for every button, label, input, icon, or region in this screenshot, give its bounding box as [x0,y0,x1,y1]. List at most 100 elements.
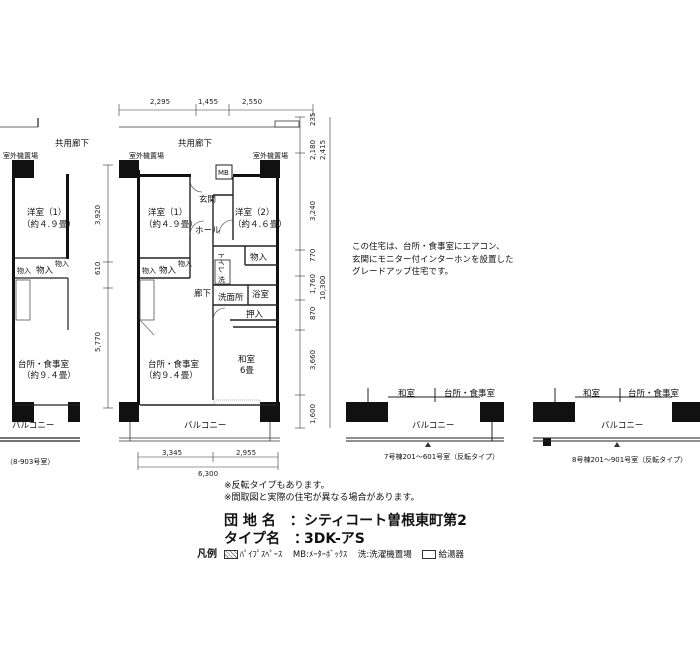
hallway-label: 廊下 [194,288,212,299]
water-heater-icon [422,550,437,559]
washroom-label: 洗面所 [218,292,244,303]
storage-label-1: 物入 [250,252,268,263]
main-unit-walls [119,160,280,422]
hall-label: ホール [195,226,221,236]
left-unit-caption: （8-903号室） [6,457,54,466]
left-balcony-label: バルコニー [12,421,54,431]
left-western1-label: 洋室（1） [27,207,66,218]
dim-r-3240: 3,240 [309,201,317,221]
variant1-walls [346,402,504,422]
dim-top-2: 1,455 [198,98,218,106]
upgrade-note: この住宅は、台所・食事室にエアコン、 玄関にモニター付インターホンを設置した グ… [352,241,532,279]
legend-pipe-space: ﾊﾟｲﾌﾟｽﾍﾟｰｽ [223,550,282,560]
legend: 凡例 ﾊﾟｲﾌﾟｽﾍﾟｰｽ MB:ﾒｰﾀｰﾎﾞｯｸｽ 洗:洗濯機置場 給湯器 [197,545,472,560]
estate-name: シティコート曽根東町第2 [304,512,467,529]
v2-arrow-icon [614,442,620,447]
v2-japanese: 和室 [583,388,601,399]
v1-caption: 7号棟201～601号室（反転タイプ） [384,452,499,461]
v1-japanese: 和室 [398,388,416,399]
remarks: ※反転タイプもあります。 ※間取図と実際の住宅が異なる場合があります。 [224,480,420,504]
note-line-3: グレードアップ住宅です。 [352,267,454,277]
v1-kitchen: 台所・食事室 [444,388,496,399]
western1-label-lower: 台所・食事室 [148,359,200,370]
dim-b-3: 6,300 [198,470,218,478]
dim-r-870: 870 [309,307,317,320]
main-unit-lines [140,177,278,406]
balcony-rail [119,422,280,442]
left-western1-size: （約４.９畳） [22,219,76,230]
remark-2: ※間取図と実際の住宅が異なる場合があります。 [224,493,420,503]
dim-top-3: 2,550 [242,98,262,106]
legend-meter-box: MB:ﾒｰﾀｰﾎﾞｯｸｽ [292,550,348,560]
dim-r-770: 770 [309,249,317,262]
mb-label: MB [218,169,229,177]
left-outdoor-unit-label: 室外機置場 [3,151,38,160]
v2-balcony: バルコニー [601,421,643,431]
closet-label: 押入 [246,309,264,320]
left-storage-1: 物入 [17,266,31,275]
storage-label-2: 物入 [159,265,177,276]
v1-arrow-icon [425,442,431,447]
dim-r-235: 235 [309,113,317,126]
type-label: タイプ名 ： [224,530,308,547]
storage-label-4: 物入 [178,259,192,268]
dim-r-3920: 3,920 [94,205,102,225]
dim-r-1600: 1,600 [309,404,317,424]
corridor-edge [0,120,300,128]
balcony-label: バルコニー [184,421,226,431]
left-dim-line [103,164,113,409]
western2-size: （約４.６畳） [233,219,287,230]
entrance-label: 玄関 [199,194,216,205]
remark-1: ※反転タイプもあります。 [224,481,330,491]
v2-kitchen: 台所・食事室 [628,388,680,399]
left-corridor-label: 共用廊下 [55,138,90,149]
dim-b-2: 2,955 [236,449,256,457]
bath-label: 浴室 [252,289,270,300]
wash-mark: 洗 [218,275,225,284]
outdoor-unit-label-1: 室外機置場 [129,151,164,160]
corridor-label: 共用廊下 [178,138,213,149]
pipe-space-icon [223,550,238,559]
dim-r-2415: 2,415 [319,140,327,160]
left-kitchen-size: （約９.４畳） [22,370,76,381]
japanese-label: 和室 [238,354,256,365]
dim-r-610: 610 [94,262,102,275]
variant2-lines [533,388,700,442]
legend-title: 凡例 [197,549,217,560]
japanese-size: 6畳 [240,366,254,376]
dim-top-1: 2,295 [150,98,170,106]
top-dimensions [118,104,314,116]
western2-label: 洋室（2） [235,207,274,218]
dim-r-10300: 10,300 [319,276,327,301]
door-swings [189,179,234,321]
kitchen-size: （約９.４畳） [144,370,198,381]
note-line-1: この住宅は、台所・食事室にエアコン、 [352,242,505,252]
dim-r-3660: 3,660 [309,350,317,370]
western1-label: 洋室（1） [148,207,187,218]
left-storage-3: 物入 [55,259,69,268]
bottom-dimensions [137,452,279,470]
estate-label: 団 地 名 ： [224,512,304,529]
variant1-lines [346,388,504,442]
storage-label-3: 物入 [142,266,156,275]
v1-balcony: バルコニー [412,421,454,431]
mb-box [215,164,233,180]
outdoor-unit-label-2: 室外機置場 [253,151,288,160]
toilet-label: トイレ [217,252,225,273]
dim-b-1: 3,345 [162,449,182,457]
left-storage-2: 物入 [36,265,54,276]
legend-water-heater: 給湯器 [422,550,464,560]
right-dimensions [295,116,331,429]
dim-r-2180: 2,180 [309,140,317,160]
legend-washer: 洗:洗濯機置場 [357,550,412,560]
left-unit-lines [0,118,80,442]
dim-r-5770: 5,770 [94,332,102,352]
v2-caption: 8号棟201～901号室（反転タイプ） [572,455,687,464]
type-name: 3DK-アS [304,531,365,547]
dim-r-1760: 1,760 [309,274,317,294]
western1-size: （約４.９畳） [144,219,198,230]
variant2-walls [533,402,700,446]
note-line-2: 玄関にモニター付インターホンを設置した [352,254,514,265]
kitchen-counter [139,279,155,321]
